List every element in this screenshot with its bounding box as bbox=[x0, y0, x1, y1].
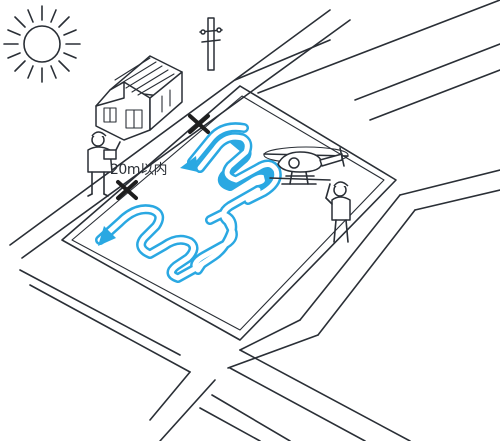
road-lines bbox=[9, 0, 500, 441]
distance-label: 20m以内 bbox=[110, 162, 167, 178]
cross-marker-icon bbox=[116, 114, 210, 200]
utility-pole-icon bbox=[199, 17, 223, 71]
operator-figure-icon bbox=[87, 131, 121, 197]
field-boundary bbox=[61, 85, 397, 341]
flight-direction-arrows bbox=[98, 156, 198, 246]
flight-path bbox=[95, 122, 282, 283]
sun-icon bbox=[3, 5, 81, 83]
unmanned-helicopter-icon bbox=[263, 146, 349, 185]
house-icon bbox=[95, 55, 183, 141]
signal-person-icon bbox=[325, 181, 351, 243]
